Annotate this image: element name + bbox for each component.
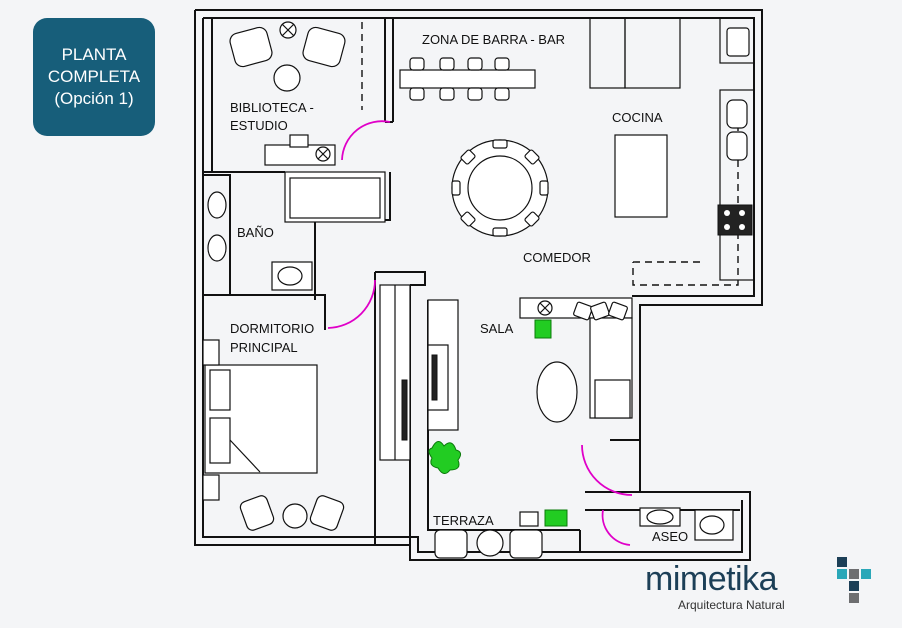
label-bano: BAÑO (237, 225, 274, 240)
dashed-cabinets (361, 22, 739, 286)
bathroom-fixtures (207, 171, 386, 291)
room-labels: ZONA DE BARRA - BAR BIBLIOTECA - ESTUDIO… (230, 32, 688, 544)
brand-name: mimetika (645, 560, 778, 598)
plan-title-card: PLANTA COMPLETA (Opción 1) (33, 18, 155, 136)
title-line-3: (Opción 1) (54, 89, 134, 108)
bar-zone (399, 57, 536, 101)
label-comedor: COMEDOR (523, 250, 591, 265)
label-biblioteca-line1: BIBLIOTECA - (230, 100, 314, 115)
title-line-1: PLANTA (61, 45, 127, 64)
bedroom-furniture (202, 284, 411, 531)
brand-tagline: Arquitectura Natural (678, 598, 785, 612)
label-dormitorio-line1: DORMITORIO (230, 321, 314, 336)
terrace-furniture (434, 509, 568, 559)
aseo-fixtures (639, 507, 734, 541)
label-biblioteca-line2: ESTUDIO (230, 118, 288, 133)
label-cocina: COCINA (612, 110, 663, 125)
living-room-furniture (427, 297, 633, 474)
label-sala: SALA (480, 321, 514, 336)
kitchen-furniture (614, 27, 753, 236)
label-zona-barra: ZONA DE BARRA - BAR (422, 32, 565, 47)
dining-table (451, 139, 549, 237)
library-furniture (229, 21, 346, 166)
label-terraza: TERRAZA (433, 513, 494, 528)
title-line-2: COMPLETA (47, 67, 141, 86)
door-swings (327, 120, 633, 546)
label-dormitorio-line2: PRINCIPAL (230, 340, 298, 355)
brand-logo: mimetika Arquitectura Natural (645, 557, 885, 620)
label-aseo: ASEO (652, 529, 688, 544)
brand-mark-icon (837, 557, 871, 603)
